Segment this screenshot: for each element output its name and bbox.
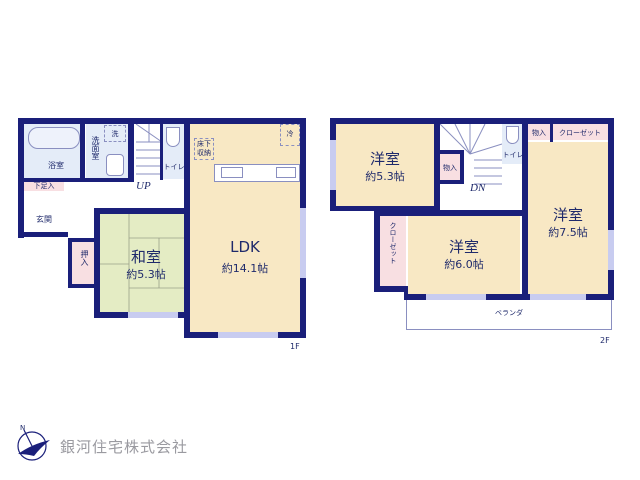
toilet-icon (166, 127, 180, 147)
room-western-a (336, 124, 434, 208)
bathtub-icon (28, 127, 80, 149)
room-western-a-name: 洋室 (369, 150, 400, 168)
room-washroom-label: 洗面室 (91, 136, 100, 160)
closet-top (552, 124, 608, 140)
floor-plan-2f: 洋室 約5.3帖 DN 物入 トイレ 物入 クローゼット 洋室 約7.5帖 クロ… (330, 118, 620, 348)
window[interactable] (330, 140, 336, 190)
washer-label: 洗 (111, 130, 119, 138)
wall (550, 124, 553, 142)
room-western-b (528, 142, 608, 294)
wall (404, 286, 408, 300)
room-western-c-name: 洋室 (448, 238, 479, 256)
room-western-b-name: 洋室 (552, 206, 583, 224)
stove-icon (276, 167, 296, 178)
room-toilet-1f-label: トイレ (163, 163, 185, 171)
sink-icon (106, 154, 124, 176)
wall (18, 232, 68, 237)
room-ldk-size: 約14.1帖 (221, 262, 269, 275)
wall (184, 124, 190, 332)
closet-side-label: クローゼット (389, 222, 397, 264)
window[interactable] (530, 294, 586, 300)
wall (608, 118, 614, 300)
wall (94, 208, 190, 214)
wall (434, 180, 464, 184)
tatami-lines (100, 214, 188, 312)
room-ldk (190, 124, 300, 332)
wall (128, 124, 134, 180)
stairs-lines-2f (439, 123, 503, 185)
wall (80, 124, 85, 180)
room-bath-label: 浴室 (48, 161, 64, 170)
room-western-c-size: 約6.0帖 (444, 258, 484, 271)
stairs-lines-1f (135, 123, 163, 175)
shoe-storage-label: 下足入 (33, 182, 55, 190)
room-japanese-name: 和室 (130, 248, 161, 266)
room-japanese-size: 約5.3帖 (126, 268, 166, 281)
wall (434, 150, 464, 154)
fridge-space (280, 124, 300, 146)
wall (94, 208, 100, 318)
floor-2f-label: 2F (600, 336, 610, 345)
room-entrance (24, 192, 68, 234)
underfloor-storage-label: 床下収納 (197, 140, 211, 157)
storage-a-label: 物入 (443, 164, 457, 172)
stairs-up-label: UP (136, 180, 151, 192)
closet-side (380, 216, 406, 286)
wall (190, 118, 306, 124)
company-name: 銀河住宅株式会社 (60, 438, 189, 456)
kitchen-sink-icon (221, 167, 243, 178)
stairs-dn-label: DN (470, 182, 486, 194)
wall (434, 118, 440, 210)
wall (330, 118, 440, 124)
floor-1f-label: 1F (290, 342, 300, 351)
wall (460, 150, 464, 182)
washer-space (104, 125, 126, 142)
wall (18, 118, 190, 124)
window[interactable] (300, 208, 306, 278)
floor-plan-1f: 浴室 洗面室 洗 UP トイレ 床下収納 冷 LDK 約14.1帖 下足入 玄関… (18, 118, 318, 351)
window[interactable] (426, 294, 486, 300)
balcony (406, 300, 612, 330)
window[interactable] (218, 332, 278, 338)
toilet-icon-2f (506, 126, 519, 144)
storage-a (438, 154, 462, 180)
wall (68, 238, 72, 288)
compass-north-label: N (20, 424, 26, 432)
closet-top-label: クローゼット (559, 129, 601, 137)
underfloor-storage (194, 138, 214, 160)
room-western-b-size: 約7.5帖 (548, 226, 588, 239)
room-western-c (408, 216, 520, 294)
wall (18, 178, 134, 182)
wall (374, 210, 380, 292)
storage-b (528, 124, 550, 140)
wall (404, 294, 614, 300)
room-japanese (100, 214, 188, 312)
shoe-storage (24, 180, 64, 191)
storage-b-label: 物入 (532, 129, 546, 137)
wall (68, 284, 98, 288)
compass-icon (17, 429, 50, 461)
wall (374, 286, 408, 292)
wall (330, 206, 440, 211)
closet-1f-label: 押入 (80, 250, 89, 266)
closet-1f (72, 242, 98, 286)
wall (440, 118, 614, 124)
room-toilet-2f-label: トイレ (502, 151, 524, 159)
wall (374, 210, 526, 216)
room-entrance-label: 玄関 (36, 215, 52, 224)
room-ldk-name: LDK (230, 238, 260, 256)
window[interactable] (608, 230, 614, 270)
wall (160, 124, 163, 180)
room-western-a-size: 約5.3帖 (365, 170, 405, 183)
fridge-label: 冷 (286, 130, 294, 138)
balcony-label: ベランダ (495, 309, 523, 317)
wall (68, 238, 98, 242)
window[interactable] (128, 312, 178, 318)
company-logo: N 銀河住宅株式会社 (14, 424, 214, 466)
